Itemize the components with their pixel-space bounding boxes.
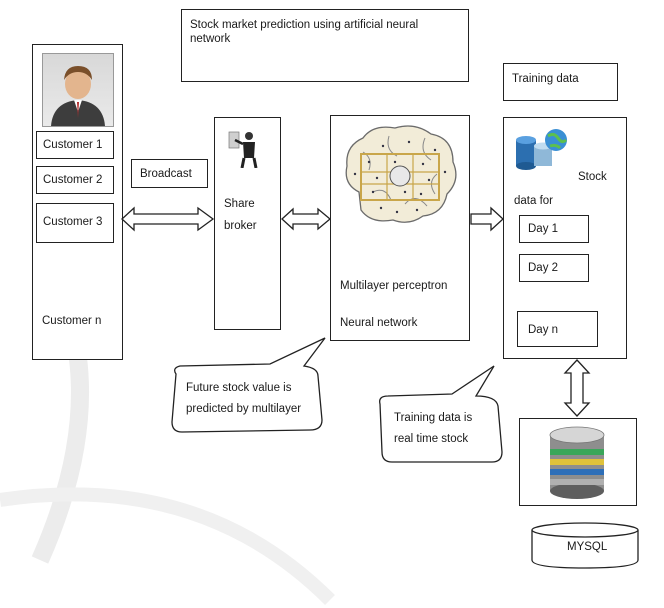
callout-future-shape [171, 337, 326, 433]
callout-future-text: Future stock value is predicted by multi… [186, 382, 302, 415]
customer-label: Customer 2 [43, 174, 103, 186]
training-data-title: Training data [512, 73, 579, 85]
customer-box: Customer 2 [36, 166, 114, 194]
broadcast-label: Broadcast [140, 168, 192, 180]
neural-line-2: Neural network [340, 317, 418, 329]
share-broker-box: Share broker [214, 117, 281, 330]
day-box: Day 1 [519, 215, 589, 243]
callout-training-text: Training data is real time stock [394, 412, 473, 445]
neural-line-1: Multilayer perceptron [340, 280, 448, 292]
training-data-title-box: Training data [503, 63, 618, 101]
arrow-neural-training [470, 206, 504, 232]
brain-icon [339, 122, 461, 230]
customers-panel [32, 44, 123, 360]
mysql-cylinder [531, 522, 639, 569]
double-arrow-training-database [563, 359, 591, 417]
day-label: Day 1 [528, 223, 559, 235]
day-box: Day n [517, 311, 598, 347]
day-label: Day n [528, 324, 559, 336]
database-box [519, 418, 637, 506]
data-for-label: data for [514, 195, 553, 207]
broker-icon [227, 128, 261, 169]
customer-box: Customer 1 [36, 131, 114, 159]
mysql-label: MYSQL [567, 541, 608, 553]
database-server-icon [546, 425, 608, 501]
day-box: Day 2 [519, 254, 589, 282]
neural-network-box: Multilayer perceptron Neural network [330, 115, 470, 341]
diagram-title: Stock market prediction using artificial… [190, 19, 419, 46]
database-globe-icon [514, 126, 570, 170]
customer-avatar-icon [42, 53, 114, 127]
customer-label: Customer 3 [43, 216, 103, 228]
callout-training-shape [379, 365, 503, 463]
double-arrow-broker-neural [281, 207, 332, 231]
customer-label: Customer 1 [43, 139, 103, 151]
broadcast-box: Broadcast [131, 159, 208, 188]
title-box: Stock market prediction using artificial… [181, 9, 469, 82]
double-arrow-customers-broker [121, 206, 215, 232]
stock-label: Stock [578, 171, 607, 183]
day-label: Day 2 [528, 262, 559, 274]
customer-box: Customer 3 [36, 203, 114, 243]
share-broker-label: Share broker [224, 198, 257, 232]
customer-label: Customer n [42, 315, 102, 327]
